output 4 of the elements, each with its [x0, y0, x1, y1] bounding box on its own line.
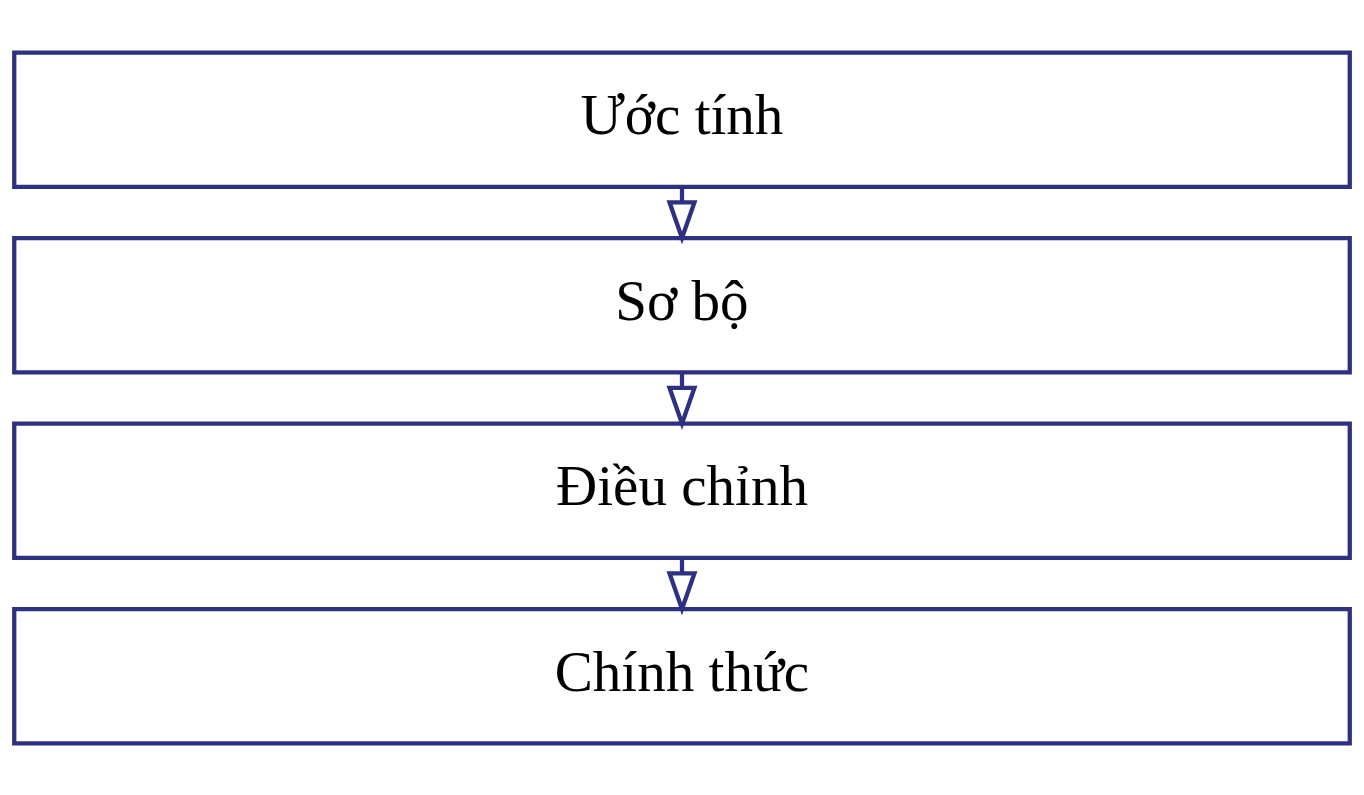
- node-box: Ước tính: [12, 50, 1352, 189]
- node-box: Điều chỉnh: [12, 421, 1352, 560]
- node-box: Sơ bộ: [12, 235, 1352, 374]
- node-box: Chính thức: [12, 606, 1352, 745]
